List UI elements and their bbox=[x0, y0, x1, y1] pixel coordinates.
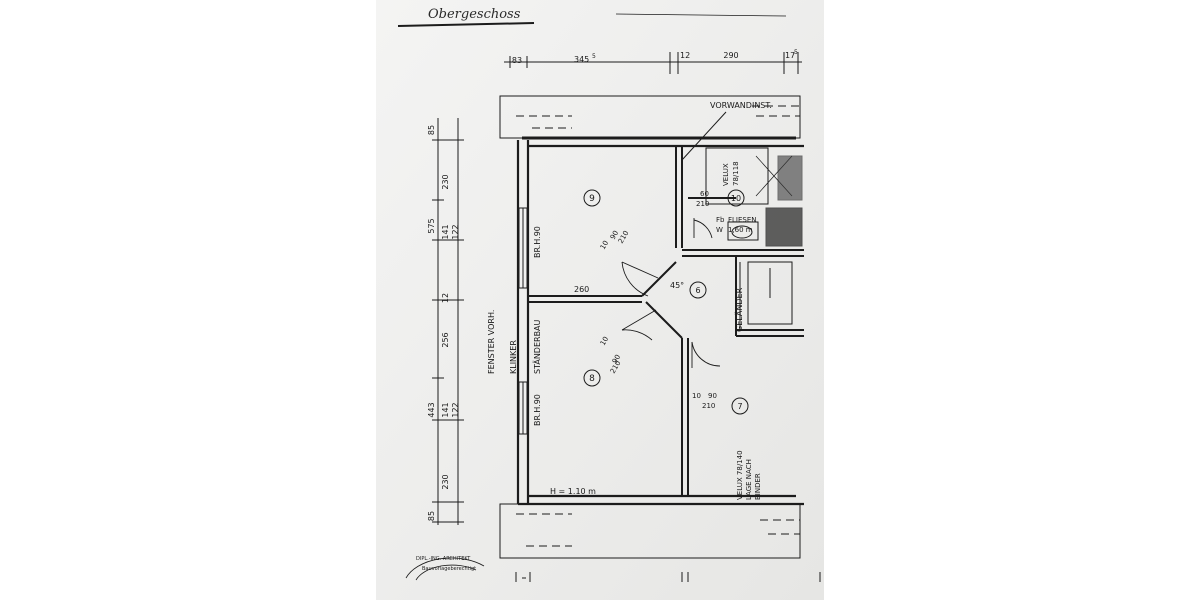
top-dimension-chain bbox=[504, 52, 802, 74]
svg-text:345: 345 bbox=[574, 55, 589, 64]
outer-walls bbox=[516, 140, 804, 506]
room-8-wall-label: BR.H.90 bbox=[533, 394, 542, 426]
interior-walls bbox=[528, 146, 804, 496]
velux-bottom-2: LAGE NACH bbox=[745, 459, 753, 500]
room-8-marker bbox=[583, 369, 601, 387]
room-8-door-label-a: 10 bbox=[599, 335, 610, 347]
svg-text:17: 17 bbox=[785, 51, 795, 60]
room-8-door-label-b: 90 bbox=[611, 353, 622, 365]
left-dimension-chain bbox=[432, 118, 464, 525]
vorwand-leader bbox=[681, 111, 727, 161]
svg-text:5: 5 bbox=[592, 53, 596, 60]
velux-bottom-1: VELUX 78/140 bbox=[736, 450, 744, 500]
room-10-velux: VELUX bbox=[722, 163, 730, 186]
room-10-fb-prefix: Fb bbox=[716, 216, 725, 224]
room-6-marker bbox=[689, 281, 707, 299]
stair-opening bbox=[739, 261, 793, 330]
svg-text:256: 256 bbox=[441, 332, 450, 347]
wall-260-label: 260 bbox=[574, 285, 589, 294]
svg-text:230: 230 bbox=[441, 174, 450, 189]
left-dimension-labels: 85 230 141 122 575 12 256 141 122 443 23… bbox=[427, 125, 460, 521]
room-7-number: 7 bbox=[737, 402, 742, 411]
room-7-door-label-b: 90 bbox=[708, 392, 717, 400]
room-6-number: 6 bbox=[695, 286, 700, 295]
room-10-velux-size: 78/118 bbox=[732, 161, 740, 186]
svg-text:230: 230 bbox=[441, 474, 450, 489]
svg-text:85: 85 bbox=[427, 125, 436, 135]
room-9-door-label-c: 210 bbox=[617, 229, 631, 245]
window-lower bbox=[518, 381, 528, 435]
room-6-railing: GELÄNDER bbox=[734, 287, 744, 332]
svg-text:141: 141 bbox=[441, 224, 450, 239]
room-10-fliesen: FLIESEN bbox=[728, 216, 757, 224]
top-dimension-labels: 83 345 5 12 290 17 5 bbox=[512, 49, 798, 65]
room-10-number: 10 bbox=[731, 194, 741, 203]
height-note: H = 1.10 m bbox=[550, 487, 596, 496]
svg-text:575: 575 bbox=[427, 218, 436, 233]
room-10-w-prefix: W bbox=[716, 226, 723, 234]
title-rule bbox=[615, 13, 787, 17]
fenster-label: FENSTER VORH. bbox=[487, 310, 496, 374]
bottom-wall bbox=[499, 503, 801, 559]
staenderbau-label: STÄNDERBAU bbox=[532, 319, 542, 374]
svg-text:85: 85 bbox=[427, 511, 436, 521]
room-9-wall-label: BR.H.90 bbox=[533, 226, 542, 258]
floor-plan-drawing: Obergeschoss 83 345 5 12 290 17 5 85 230… bbox=[397, 7, 821, 582]
title-underline bbox=[397, 22, 535, 27]
architect-stamp bbox=[405, 557, 485, 581]
room-10-marker bbox=[727, 189, 745, 207]
svg-text:83: 83 bbox=[512, 56, 522, 65]
room-9-door-label-b: 90 bbox=[609, 229, 620, 241]
room-10-door-a: 60 bbox=[700, 190, 709, 198]
svg-text:443: 443 bbox=[427, 402, 436, 417]
room-10-w-value: 1,60 m bbox=[728, 226, 753, 234]
svg-text:12: 12 bbox=[441, 293, 450, 303]
bottom-marks bbox=[515, 572, 821, 582]
svg-text:122: 122 bbox=[451, 224, 460, 239]
room-6-angle: 45° bbox=[670, 281, 684, 290]
svg-text:141: 141 bbox=[441, 402, 450, 417]
velux-bottom-3: BINDER bbox=[754, 473, 762, 500]
room-7-door-label-c: 210 bbox=[702, 402, 715, 410]
room-10-door-b: 210 bbox=[696, 200, 709, 208]
room-9-number: 9 bbox=[589, 194, 595, 204]
room-9-marker bbox=[583, 189, 601, 207]
room-7-door-label-a: 10 bbox=[692, 392, 701, 400]
room-8-number: 8 bbox=[589, 374, 595, 384]
stamp-line-2: Bauvorlageberechtigt bbox=[422, 566, 476, 572]
stamp-line-1: DIPL.-ING. ARCHITEKT bbox=[416, 556, 471, 562]
vorwandinst-label: VORWANDINST. bbox=[710, 101, 772, 110]
svg-text:122: 122 bbox=[451, 402, 460, 417]
door-swings bbox=[621, 218, 721, 368]
svg-text:5: 5 bbox=[794, 49, 798, 56]
svg-text:12: 12 bbox=[680, 51, 690, 60]
window-upper bbox=[518, 207, 528, 289]
svg-text:290: 290 bbox=[723, 51, 738, 60]
klinker-label: KLINKER bbox=[509, 340, 518, 374]
top-wall bbox=[499, 95, 801, 140]
handwritten-title: Obergeschoss bbox=[428, 7, 521, 22]
bathroom-fixtures bbox=[705, 147, 803, 247]
room-9-door-label-a: 10 bbox=[599, 239, 610, 251]
room-7-marker bbox=[731, 397, 749, 415]
